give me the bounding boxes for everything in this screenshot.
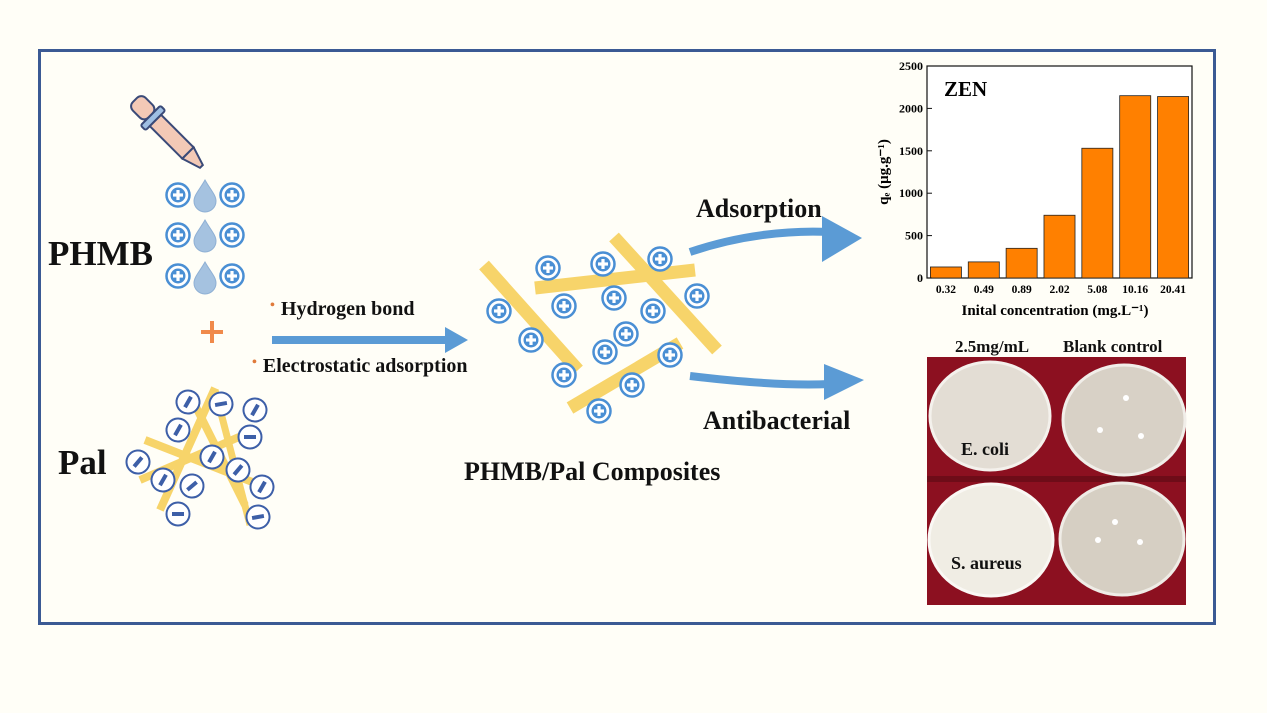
chart-y-tick-label: 2500 bbox=[899, 59, 923, 73]
chart-x-tick-label: 0.49 bbox=[974, 284, 994, 296]
phmb-molecules bbox=[165, 179, 245, 295]
pal-label: Pal bbox=[58, 443, 107, 482]
adsorption-arrow bbox=[688, 216, 862, 262]
chart-bar bbox=[1043, 214, 1076, 279]
chart-x-tick-label: 5.08 bbox=[1087, 284, 1107, 296]
chart-bar bbox=[1119, 95, 1152, 279]
chart-y-tick-label: 1000 bbox=[899, 186, 923, 200]
chart-y-tick-label: 0 bbox=[917, 271, 923, 285]
chart-bar bbox=[967, 261, 1000, 279]
chart-x-tick-label: 0.89 bbox=[1012, 284, 1032, 296]
chart-y-tick-label: 500 bbox=[905, 229, 923, 243]
bullet-icon: • bbox=[270, 298, 275, 313]
chart-bar bbox=[930, 266, 962, 279]
adsorption-label: Adsorption bbox=[696, 194, 822, 223]
product-label: PHMB/Pal Composites bbox=[464, 457, 721, 486]
chart-bar bbox=[1005, 247, 1038, 279]
photo-row-ecoli: E. coli bbox=[961, 439, 1009, 459]
dropper-icon bbox=[130, 95, 205, 170]
chart-y-tick-label: 1500 bbox=[899, 144, 923, 158]
reaction-arrow bbox=[272, 327, 468, 353]
petri-dish-photo bbox=[927, 357, 1187, 605]
chart-bar bbox=[1157, 96, 1189, 279]
photo-column-treatment: 2.5mg/mL bbox=[955, 337, 1030, 356]
condition-electrostatic-adsorption: •Electrostatic adsorption bbox=[252, 355, 468, 377]
antibacterial-arrow bbox=[689, 364, 864, 400]
phmb-label: PHMB bbox=[48, 234, 153, 273]
chart-x-axis-label: Inital concentration (mg.L⁻¹) bbox=[962, 303, 1149, 319]
antibacterial-label: Antibacterial bbox=[703, 406, 851, 435]
zen-bar-chart: 0 500 1000 1500 2000 2500 0.32 0.49 0.89 2.02 5.0… bbox=[876, 59, 1193, 319]
bullet-icon: • bbox=[252, 355, 257, 370]
figure-border bbox=[38, 49, 1216, 625]
photo-column-blank: Blank control bbox=[1063, 337, 1163, 356]
photo-row-saureus: S. aureus bbox=[951, 553, 1022, 573]
chart-x-tick-label: 20.41 bbox=[1160, 284, 1186, 296]
chart-title: ZEN bbox=[944, 77, 987, 101]
chart-x-tick-label: 0.32 bbox=[936, 284, 956, 296]
chart-y-tick-label: 2000 bbox=[899, 101, 923, 115]
chart-bar bbox=[1081, 147, 1114, 279]
chart-y-axis-label: qₑ (μg.g⁻¹) bbox=[876, 139, 892, 205]
plus-sign-icon bbox=[201, 321, 223, 343]
condition-hydrogen-bond: •Hydrogen bond bbox=[270, 298, 415, 320]
chart-x-tick-label: 2.02 bbox=[1049, 284, 1069, 296]
chart-x-tick-label: 10.16 bbox=[1122, 284, 1148, 296]
